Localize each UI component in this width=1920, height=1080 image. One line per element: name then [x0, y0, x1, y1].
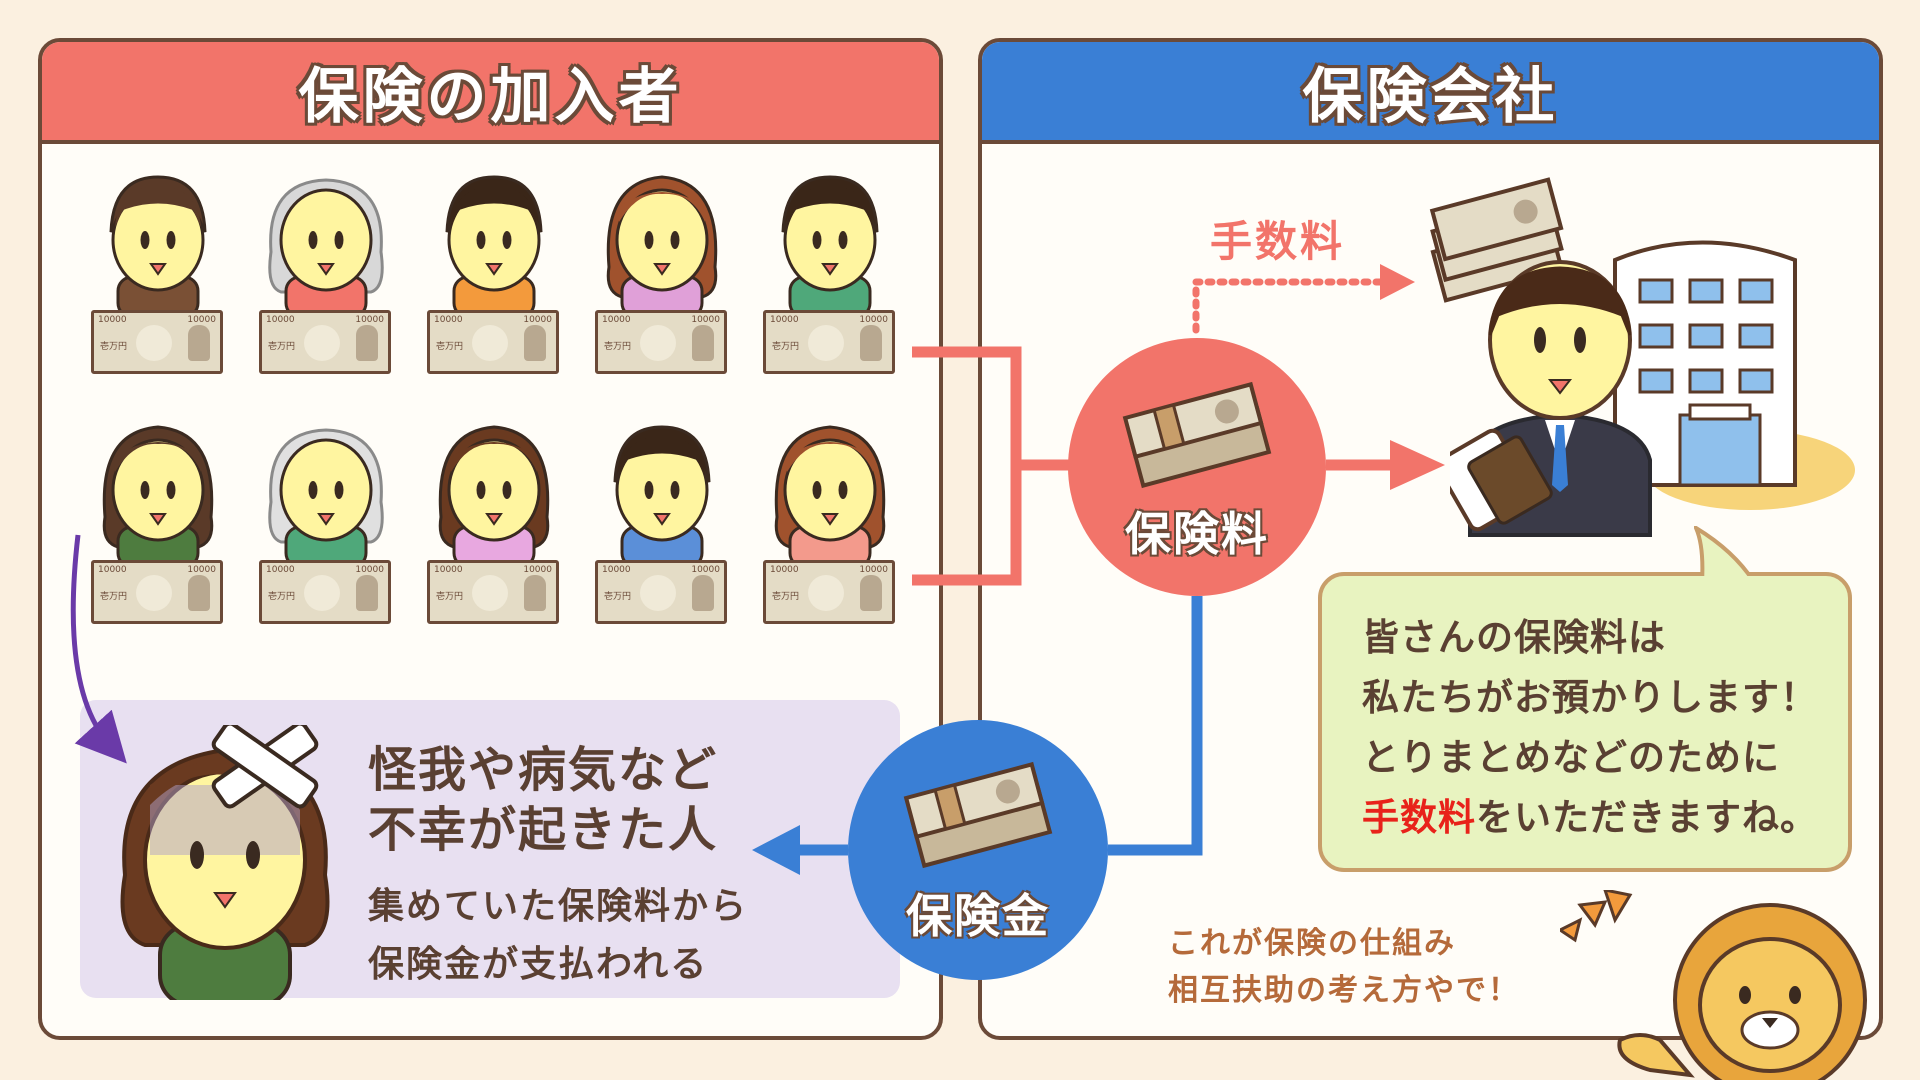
- premium-arrow-head: [1390, 440, 1445, 490]
- banknote-denomination: 10000: [602, 565, 631, 575]
- victim-title-line1: 怪我や病気など: [368, 742, 719, 798]
- banknote-denomination: 10000: [859, 315, 888, 325]
- fee-arrow: [1192, 278, 1384, 334]
- banknote-text: 壱万円: [436, 342, 464, 352]
- member-figure: 10000 10000 壱万円: [763, 172, 895, 387]
- banknote-denomination: 10000: [691, 315, 720, 325]
- member-face-icon: [445, 175, 543, 317]
- banknote-text: 壱万円: [436, 592, 464, 602]
- banknote-denomination: 10000: [770, 315, 799, 325]
- member-figure: 10000 10000 壱万円: [259, 172, 391, 387]
- premium-label: 保険料: [1125, 507, 1269, 561]
- member-figure: 10000 10000 壱万円: [763, 422, 895, 637]
- payout-label: 保険金: [906, 889, 1050, 943]
- insurer-panel-title: 保険会社: [982, 42, 1879, 144]
- member-figure: 10000 10000 壱万円: [259, 422, 391, 637]
- banknote-text: 壱万円: [268, 592, 296, 602]
- victim-desc-line1: 集めていた保険料から: [368, 886, 749, 927]
- banknote: 10000 10000 壱万円: [427, 310, 559, 374]
- banknote: 10000 10000 壱万円: [763, 560, 895, 624]
- lion-caption-line2: 相互扶助の考え方やで！: [1168, 973, 1520, 1008]
- lion-caption: これが保険の仕組み 相互扶助の考え方やで！: [1168, 920, 1520, 1014]
- banknote-text: 壱万円: [772, 592, 800, 602]
- banknote-denomination: 10000: [523, 565, 552, 575]
- payout-arrow-head: [752, 825, 800, 875]
- banknote-denomination: 10000: [523, 315, 552, 325]
- speech-line4-rest: をいただきますね。: [1476, 796, 1818, 839]
- speech-fee-highlight: 手数料: [1362, 796, 1476, 839]
- banknote: 10000 10000 壱万円: [259, 560, 391, 624]
- speech-line2: 私たちがお預かりします！: [1362, 676, 1818, 719]
- banknote-denomination: 10000: [187, 565, 216, 575]
- victim-description: 集めていた保険料から 保険金が支払われる: [368, 878, 748, 994]
- speech-bubble: 皆さんの保険料は 私たちがお預かりします！ とりまとめなどのために 手数料をいた…: [1318, 526, 1852, 872]
- premium-circle: 保険料: [1068, 338, 1326, 596]
- member-face-icon: [606, 175, 718, 317]
- member-face-icon: [268, 178, 384, 317]
- banknote-text: 壱万円: [772, 342, 800, 352]
- banknote-denomination: 10000: [434, 315, 463, 325]
- money-stack-icon: [1122, 381, 1272, 489]
- fee-label: 手数料: [1210, 217, 1346, 266]
- premium-bracket: [912, 346, 1022, 586]
- member-figure: 10000 10000 壱万円: [595, 422, 727, 637]
- member-figure: 10000 10000 壱万円: [595, 172, 727, 387]
- members-panel-title: 保険の加入者: [42, 42, 939, 144]
- member-figure: 10000 10000 壱万円: [427, 172, 559, 387]
- member-face-icon: [613, 425, 711, 567]
- banknote-text: 壱万円: [604, 592, 632, 602]
- payout-circle: 保険金: [848, 720, 1108, 980]
- banknote-denomination: 10000: [266, 315, 295, 325]
- victim-desc-line2: 保険金が支払われる: [368, 944, 709, 985]
- member-figure: 10000 10000 壱万円: [91, 422, 223, 637]
- speech-line1: 皆さんの保険料は: [1362, 616, 1666, 659]
- victim-title: 怪我や病気など 不幸が起きた人: [368, 740, 718, 860]
- payout-connector: [1108, 596, 1203, 856]
- banknote-denomination: 10000: [266, 565, 295, 575]
- member-face-icon: [438, 425, 550, 567]
- banknote-denomination: 10000: [691, 565, 720, 575]
- banknote: 10000 10000 壱万円: [259, 310, 391, 374]
- money-stack-icon: [903, 761, 1053, 869]
- banknote-text: 壱万円: [100, 592, 128, 602]
- banknote: 10000 10000 壱万円: [91, 560, 223, 624]
- lion-caption-line1: これが保険の仕組み: [1168, 926, 1456, 961]
- member-face-icon: [102, 425, 214, 567]
- victim-arrow: [70, 534, 127, 764]
- banknote-denomination: 10000: [434, 565, 463, 575]
- speech-line4: 手数料をいただきますね。: [1362, 788, 1818, 848]
- fee-money-icon: [1429, 177, 1565, 303]
- banknote: 10000 10000 壱万円: [427, 560, 559, 624]
- banknote-text: 壱万円: [268, 342, 296, 352]
- member-face-icon: [109, 175, 207, 317]
- speech-line3: とりまとめなどのために: [1362, 736, 1780, 779]
- member-face-icon: [268, 428, 384, 567]
- lion-mascot-icon: [1560, 890, 1867, 1080]
- banknote-denomination: 10000: [770, 565, 799, 575]
- banknote: 10000 10000 壱万円: [595, 560, 727, 624]
- member-figure: 10000 10000 壱万円: [91, 172, 223, 387]
- banknote-text: 壱万円: [100, 342, 128, 352]
- banknote-text: 壱万円: [604, 342, 632, 352]
- banknote-denomination: 10000: [602, 315, 631, 325]
- speech-bubble-tail: [1694, 526, 1764, 582]
- banknote: 10000 10000 壱万円: [91, 310, 223, 374]
- speech-text: 皆さんの保険料は 私たちがお預かりします！ とりまとめなどのために 手数料をいた…: [1362, 608, 1818, 848]
- banknote-denomination: 10000: [187, 315, 216, 325]
- banknote-denomination: 10000: [355, 565, 384, 575]
- member-face-icon: [781, 175, 879, 317]
- member-face-icon: [774, 425, 886, 567]
- member-figure: 10000 10000 壱万円: [427, 422, 559, 637]
- victim-title-line2: 不幸が起きた人: [368, 802, 719, 858]
- banknote-denomination: 10000: [98, 565, 127, 575]
- banknote: 10000 10000 壱万円: [595, 310, 727, 374]
- banknote-denomination: 10000: [859, 565, 888, 575]
- insurance-company-illustration: [1450, 240, 1855, 537]
- banknote-denomination: 10000: [98, 315, 127, 325]
- banknote-denomination: 10000: [355, 315, 384, 325]
- victim-illustration: [120, 725, 330, 1000]
- banknote: 10000 10000 壱万円: [763, 310, 895, 374]
